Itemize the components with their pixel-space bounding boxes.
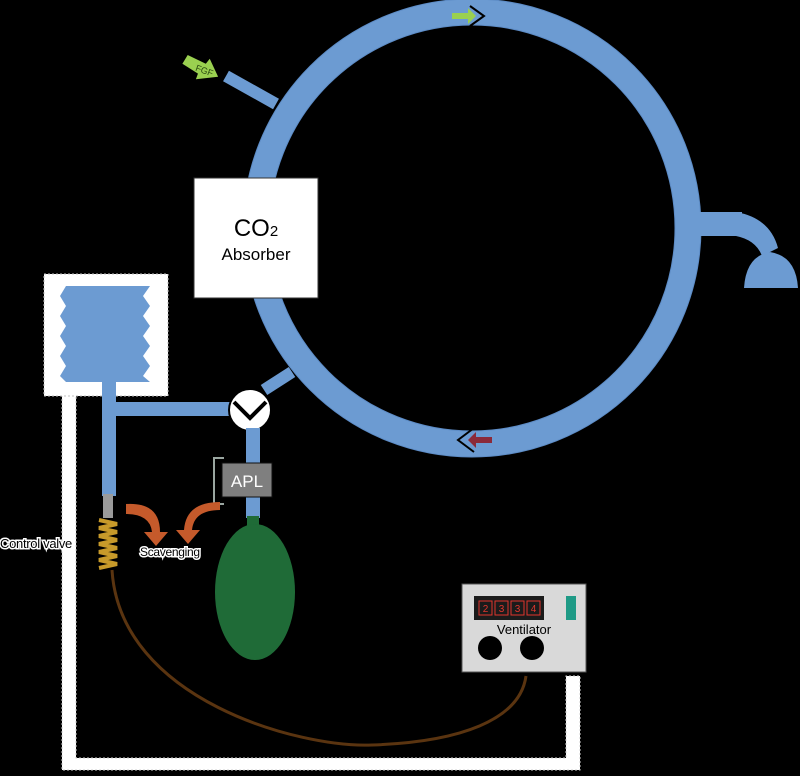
display-digit: 3 bbox=[515, 604, 521, 615]
scavenge-arrow-left bbox=[126, 503, 168, 546]
ventilator-indicator bbox=[566, 596, 576, 620]
ventilator-display bbox=[474, 596, 544, 620]
apl-label: APL bbox=[231, 472, 263, 491]
ring-outline-inner bbox=[268, 24, 676, 432]
ventilator-knob-right[interactable] bbox=[520, 636, 544, 660]
scavenge-arrow-right bbox=[176, 502, 220, 544]
ventilator-digits: 2 3 3 4 bbox=[478, 600, 541, 616]
digit-box bbox=[494, 600, 509, 616]
digit-box bbox=[478, 600, 493, 616]
patient-elbow bbox=[736, 212, 778, 256]
bellows-vertical-pipe bbox=[102, 380, 116, 496]
patient-mask bbox=[744, 252, 798, 288]
display-digit: 3 bbox=[499, 604, 505, 615]
bellows bbox=[60, 286, 150, 382]
selector-valve-chevron bbox=[232, 400, 268, 421]
ventilator-label: Ventilator bbox=[497, 622, 552, 637]
exhalation-stub bbox=[260, 366, 296, 396]
inspiratory-chevron-icon bbox=[469, 5, 486, 27]
control-valve-spring bbox=[98, 518, 118, 570]
bellows-horizontal-pipe bbox=[108, 402, 234, 416]
absorber-label: Absorber bbox=[222, 245, 291, 264]
control-cable bbox=[110, 569, 528, 747]
display-digit: 4 bbox=[531, 604, 537, 615]
digit-box bbox=[510, 600, 525, 616]
expiratory-arrow-icon bbox=[468, 432, 492, 448]
co2-label: CO2 bbox=[234, 215, 278, 242]
inspiratory-arrow-icon bbox=[452, 8, 476, 24]
scavenging-label: Scavenging bbox=[140, 545, 200, 559]
patient-connector-tube bbox=[694, 212, 742, 236]
control-valve-label: Control valve bbox=[0, 536, 72, 551]
bag-vent-selector-valve[interactable] bbox=[228, 388, 272, 432]
expiratory-chevron-icon bbox=[456, 427, 475, 453]
drive-gas-line bbox=[61, 394, 581, 771]
fgf-arrow-icon bbox=[182, 55, 219, 80]
reservoir-bag[interactable] bbox=[215, 524, 295, 660]
display-digit: 2 bbox=[483, 604, 489, 615]
apl-valve[interactable] bbox=[221, 462, 273, 498]
co2-absorber bbox=[193, 177, 319, 299]
ventilator-knob-left[interactable] bbox=[478, 636, 502, 660]
control-valve-stem bbox=[103, 494, 113, 518]
breathing-circuit-ring bbox=[243, 0, 701, 457]
fgf-inlet-tube bbox=[223, 70, 279, 110]
digit-box bbox=[526, 600, 541, 616]
